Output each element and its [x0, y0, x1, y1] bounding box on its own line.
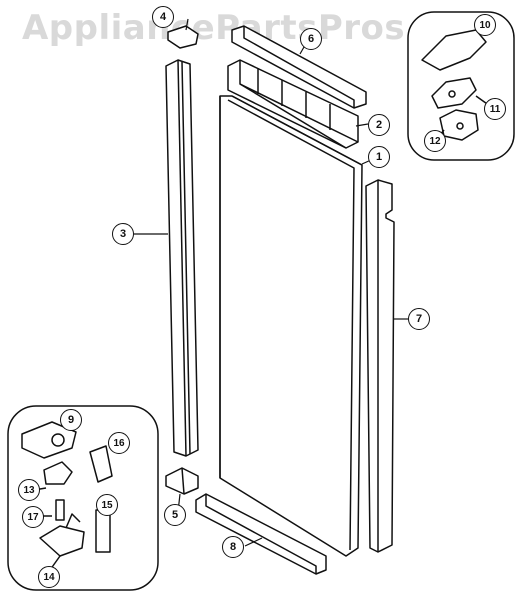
callout-5: 5: [164, 504, 186, 526]
callout-16: 16: [108, 432, 130, 454]
door-top-trim: [231, 25, 367, 109]
door-panel: [219, 95, 363, 557]
callout-8: 8: [222, 536, 244, 558]
callout-7: 7: [408, 308, 430, 330]
callout-2: 2: [368, 114, 390, 136]
callout-13: 13: [18, 479, 40, 501]
door-top-breaker: [227, 59, 359, 149]
bottom-hinge-bracket: [165, 467, 199, 495]
callout-6: 6: [300, 28, 322, 50]
left-door-trim: [165, 59, 199, 457]
callout-3: 3: [112, 223, 134, 245]
right-door-trim: [365, 179, 395, 553]
callout-12: 12: [424, 130, 446, 152]
callout-10: 10: [474, 14, 496, 36]
upper-hinge-inset: [407, 11, 515, 161]
callout-17: 17: [22, 506, 44, 528]
callout-4: 4: [152, 6, 174, 28]
hinge-cover-small: [167, 25, 199, 49]
callout-9: 9: [60, 409, 82, 431]
callout-1: 1: [368, 146, 390, 168]
door-bottom-trim: [195, 493, 327, 575]
callout-11: 11: [484, 98, 506, 120]
callout-15: 15: [96, 494, 118, 516]
callout-14: 14: [38, 566, 60, 588]
